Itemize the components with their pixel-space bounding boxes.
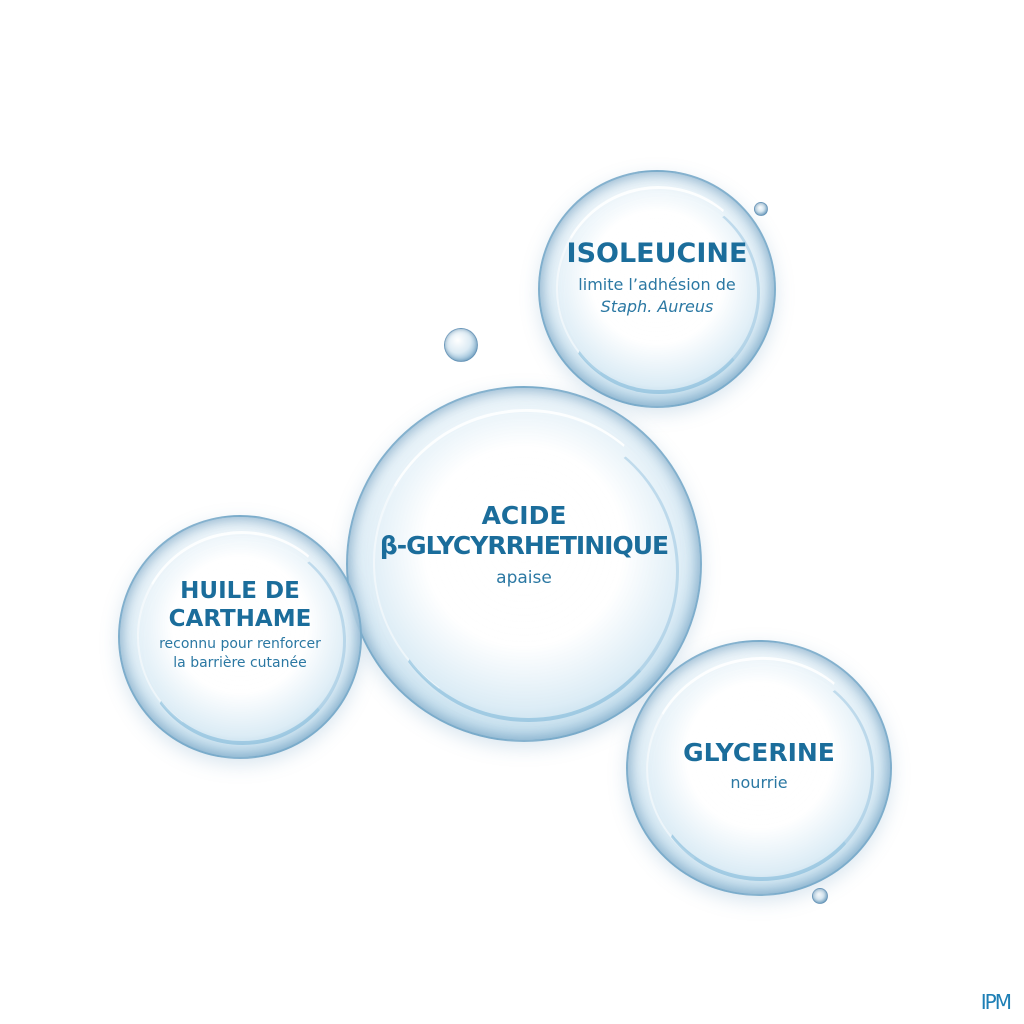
glycerine-text: GLYCERINE nourrie <box>626 738 892 794</box>
glycerine-bubble <box>626 640 892 896</box>
huile-description-line2: la barrière cutanée <box>173 655 307 672</box>
glycerine-description: nourrie <box>730 773 788 792</box>
huile-description: reconnu pour renforcer <box>159 636 321 653</box>
acide-text: ACIDE β-GLYCYRRHETINIQUE apaise <box>346 501 702 590</box>
isoleucine-bubble <box>538 170 776 408</box>
acide-title: ACIDE <box>481 501 567 530</box>
huile-text: HUILE DE CARTHAME reconnu pour renforcer… <box>118 578 362 673</box>
isoleucine-title: ISOLEUCINE <box>566 238 748 269</box>
ipm-logo: IPM <box>980 990 1012 1014</box>
huile-title-line2: CARTHAME <box>168 605 312 632</box>
isoleucine-text: ISOLEUCINE limite l’adhésion de Staph. A… <box>538 238 776 318</box>
acide-description: apaise <box>496 568 552 588</box>
isoleucine-description: limite l’adhésion de <box>578 275 736 295</box>
isoleucine-description-species: Staph. Aureus <box>600 296 714 316</box>
small-droplet <box>444 328 478 362</box>
huile-title: HUILE DE <box>180 578 300 604</box>
acide-bubble <box>346 386 702 742</box>
huile-bubble <box>118 515 362 759</box>
acide-title-compound: β-GLYCYRRHETINIQUE <box>379 531 669 560</box>
tiny-droplet <box>812 888 828 904</box>
glycerine-title: GLYCERINE <box>683 738 835 767</box>
tiny-droplet <box>754 202 768 216</box>
